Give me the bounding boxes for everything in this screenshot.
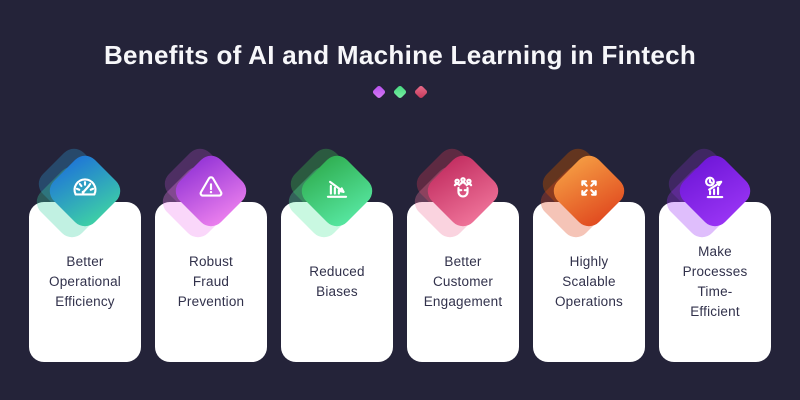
time-growth-icon	[699, 172, 731, 204]
benefit-card-time-efficient: Make Processes Time- Efficient	[659, 142, 771, 362]
purple-diamond-dot	[371, 84, 387, 100]
card-body: Better Customer Engagement	[407, 202, 519, 362]
benefit-card-scalable-operations: Highly Scalable Operations	[533, 142, 645, 362]
green-diamond-dot	[392, 84, 408, 100]
benefit-card-fraud-prevention: Robust Fraud Prevention	[155, 142, 267, 362]
card-label: Highly Scalable Operations	[554, 253, 624, 310]
card-label: Robust Fraud Prevention	[177, 253, 245, 310]
title-divider-dots	[0, 84, 800, 100]
benefit-card-operational-efficiency: Better Operational Efficiency	[29, 142, 141, 362]
declining-chart-icon	[321, 172, 353, 204]
card-body: Robust Fraud Prevention	[155, 202, 267, 362]
rose-diamond-dot	[413, 84, 429, 100]
benefit-card-reduced-biases: Reduced Biases	[281, 142, 393, 362]
card-body: Highly Scalable Operations	[533, 202, 645, 362]
benefit-card-customer-engagement: Better Customer Engagement	[407, 142, 519, 362]
warning-triangle-icon	[195, 172, 227, 204]
card-body: Better Operational Efficiency	[29, 202, 141, 362]
speedometer-icon	[69, 172, 101, 204]
benefit-cards-row: Better Operational Efficiency	[29, 142, 771, 362]
card-body: Reduced Biases	[281, 202, 393, 362]
expand-arrows-icon	[573, 172, 605, 204]
infographic-title: Benefits of AI and Machine Learning in F…	[103, 40, 697, 70]
card-label: Better Customer Engagement	[423, 253, 503, 310]
card-label: Make Processes Time- Efficient	[682, 243, 748, 320]
card-body: Make Processes Time- Efficient	[659, 202, 771, 362]
magnet-people-icon	[447, 172, 479, 204]
card-label: Better Operational Efficiency	[49, 253, 121, 310]
card-label: Reduced Biases	[309, 263, 365, 299]
